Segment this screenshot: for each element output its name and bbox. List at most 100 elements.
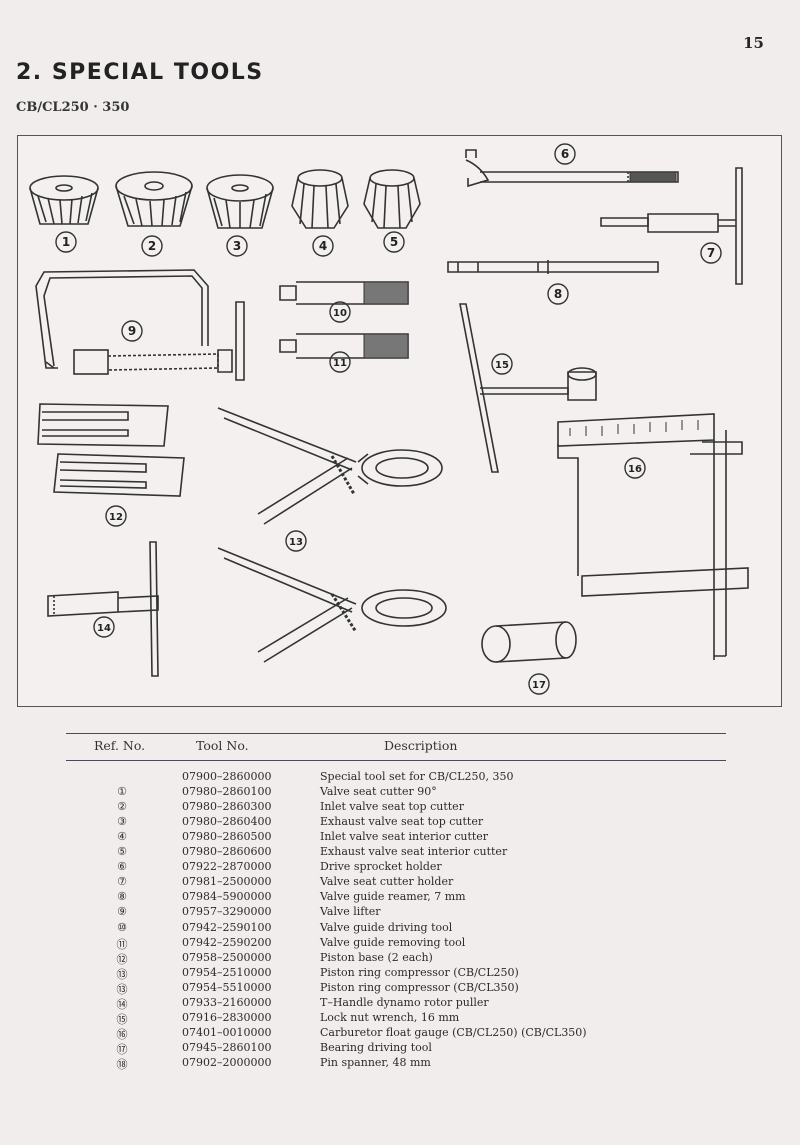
guide-removing-tool-drawing — [279, 333, 409, 359]
header-ref: Ref. No. — [94, 738, 146, 753]
header-tool: Tool No. — [196, 738, 249, 753]
description-cell: Pin spanner, 48 mm — [320, 1055, 431, 1069]
ref-cell: ⑥ — [117, 860, 127, 874]
description-cell: Exhaust valve seat top cutter — [320, 815, 484, 829]
guide-driving-tool-drawing — [279, 281, 409, 305]
table-row: ⑧ 07984–5900000 Valve guide reamer, 7 mm — [66, 890, 726, 905]
tool-number-cell: 07980–2860300 — [182, 800, 272, 814]
description-cell: Piston ring compressor (CB/CL350) — [320, 980, 519, 994]
description-cell: Valve guide reamer, 7 mm — [320, 890, 466, 904]
ref-cell: ② — [117, 800, 127, 814]
tool-number-cell: 07980–2860400 — [182, 815, 272, 829]
page-number: 15 — [743, 34, 764, 52]
tool-number-cell: 07984–5900000 — [182, 890, 272, 904]
description-cell: Valve guide driving tool — [320, 920, 453, 934]
ref-cell: ⑯ — [116, 1027, 128, 1041]
reamer-drawing — [447, 260, 659, 274]
cutter-2-drawing — [115, 171, 193, 227]
description-cell: Special tool set for CB/CL250, 350 — [320, 770, 514, 783]
ref-cell: ⑤ — [117, 845, 127, 859]
cutter-5-drawing — [363, 169, 421, 229]
table-row: ⑱ 07902–2000000 Pin spanner, 48 mm — [66, 1056, 726, 1071]
table-row: ⑦ 07981–2500000 Valve seat cutter holder — [66, 875, 726, 890]
description-cell: Exhaust valve seat interior cutter — [320, 845, 508, 859]
tool-number-cell: 07954–2510000 — [182, 965, 272, 979]
tool-number-cell: 07902–2000000 — [182, 1055, 272, 1069]
tools-illustration: 1 2 3 4 5 6 7 8 9 10 11 12 13 14 15 16 1… — [17, 135, 782, 707]
tool-number-cell: 07980–2860500 — [182, 830, 272, 844]
description-cell: Carburetor float gauge (CB/CL250) (CB/CL… — [320, 1025, 587, 1039]
table-row: ⑩ 07942–2590100 Valve guide driving tool — [66, 921, 726, 936]
ref-cell: ⑩ — [117, 920, 127, 934]
table-row: ① 07980–2860100 Valve seat cutter 90° — [66, 785, 726, 800]
ref-cell: ⑨ — [117, 905, 127, 919]
rotor-puller-drawing — [47, 541, 159, 677]
cutter-holder-drawing — [600, 167, 743, 285]
table-row: ⑨ 07957–3290000 Valve lifter — [66, 905, 726, 920]
model-subtitle: CB/CL250 · 350 — [16, 100, 130, 115]
table-row: ⑬ 07954–5510000 Piston ring compressor (CB… — [66, 981, 726, 996]
tool-number-cell: 07942–2590200 — [182, 935, 272, 949]
tool-number-cell: 07954–5510000 — [182, 980, 272, 994]
lock-nut-wrench-drawing — [459, 303, 597, 473]
ref-cell: ④ — [117, 830, 127, 844]
cutter-1-drawing — [29, 175, 99, 225]
table-row: ④ 07980–2860500 Inlet valve seat interior … — [66, 830, 726, 845]
tool-number-cell: 07980–2860600 — [182, 845, 272, 859]
table-row: ⑮ 07916–2830000 Lock nut wrench, 16 mm — [66, 1011, 726, 1026]
ref-cell: ⑱ — [116, 1057, 128, 1071]
description-cell: Inlet valve seat top cutter — [320, 800, 464, 814]
sprocket-holder-drawing — [465, 149, 679, 188]
float-gauge-drawing — [557, 413, 749, 660]
tool-number-cell: 07981–2500000 — [182, 875, 272, 889]
tool-number-cell: 07900–2860000 — [182, 770, 272, 783]
bearing-driver-drawing — [481, 621, 577, 663]
header-desc: Description — [384, 738, 458, 753]
ref-cell: ⑦ — [117, 875, 127, 889]
description-cell: Valve seat cutter 90° — [320, 785, 437, 799]
tool-number-cell: 07958–2500000 — [182, 950, 272, 964]
description-cell: Piston base (2 each) — [320, 950, 433, 964]
table-row: ② 07980–2860300 Inlet valve seat top cutte… — [66, 800, 726, 815]
description-cell: Drive sprocket holder — [320, 860, 442, 874]
tool-number-cell: 07957–3290000 — [182, 905, 272, 919]
ref-cell: ⑪ — [116, 937, 128, 951]
tool-number-cell: 07942–2590100 — [182, 920, 272, 934]
ref-cell: ⑮ — [116, 1012, 128, 1026]
ref-cell: ⑭ — [116, 997, 128, 1011]
tool-number-cell: 07401–0010000 — [182, 1025, 272, 1039]
table-row: ⑥ 07922–2870000 Drive sprocket holder — [66, 860, 726, 875]
description-cell: Inlet valve seat interior cutter — [320, 830, 489, 844]
table-row: ⑯ 07401–0010000 Carburetor float gauge (CB… — [66, 1026, 726, 1041]
description-cell: Bearing driving tool — [320, 1040, 432, 1054]
table-row: 07900–2860000 Special tool set for CB/CL2… — [66, 770, 726, 785]
tool-number-cell: 07922–2870000 — [182, 860, 272, 874]
description-cell: T–Handle dynamo rotor puller — [320, 995, 489, 1009]
ref-cell: ① — [117, 785, 127, 799]
valve-lifter-drawing — [35, 269, 245, 381]
ref-cell: ⑧ — [117, 890, 127, 904]
ref-cell: ⑬ — [116, 967, 128, 981]
ring-compressor-drawing — [217, 407, 447, 663]
table-row: ⑤ 07980–2860600 Exhaust valve seat interio… — [66, 845, 726, 860]
description-cell: Lock nut wrench, 16 mm — [320, 1010, 460, 1024]
description-cell: Valve lifter — [320, 905, 381, 919]
ref-cell: ⑫ — [116, 952, 128, 966]
table-row: ⑪ 07942–2590200 Valve guide removing tool — [66, 936, 726, 951]
table-row: ③ 07980–2860400 Exhaust valve seat top cut… — [66, 815, 726, 830]
ref-cell: ③ — [117, 815, 127, 829]
table-header-rule — [66, 760, 726, 761]
cutter-3-drawing — [206, 174, 274, 229]
description-cell: Valve guide removing tool — [320, 935, 466, 949]
tool-number-cell: 07916–2830000 — [182, 1010, 272, 1024]
table-row: ⑫ 07958–2500000 Piston base (2 each) — [66, 951, 726, 966]
ref-cell: ⑬ — [116, 982, 128, 996]
piston-base-drawing — [37, 403, 185, 497]
description-cell: Valve seat cutter holder — [320, 875, 454, 889]
tool-number-cell: 07980–2860100 — [182, 785, 272, 799]
table-row: ⑬ 07954–2510000 Piston ring compressor (CB… — [66, 966, 726, 981]
description-cell: Piston ring compressor (CB/CL250) — [320, 965, 519, 979]
ref-cell: ⑰ — [116, 1042, 128, 1056]
table-top-rule — [66, 733, 726, 734]
